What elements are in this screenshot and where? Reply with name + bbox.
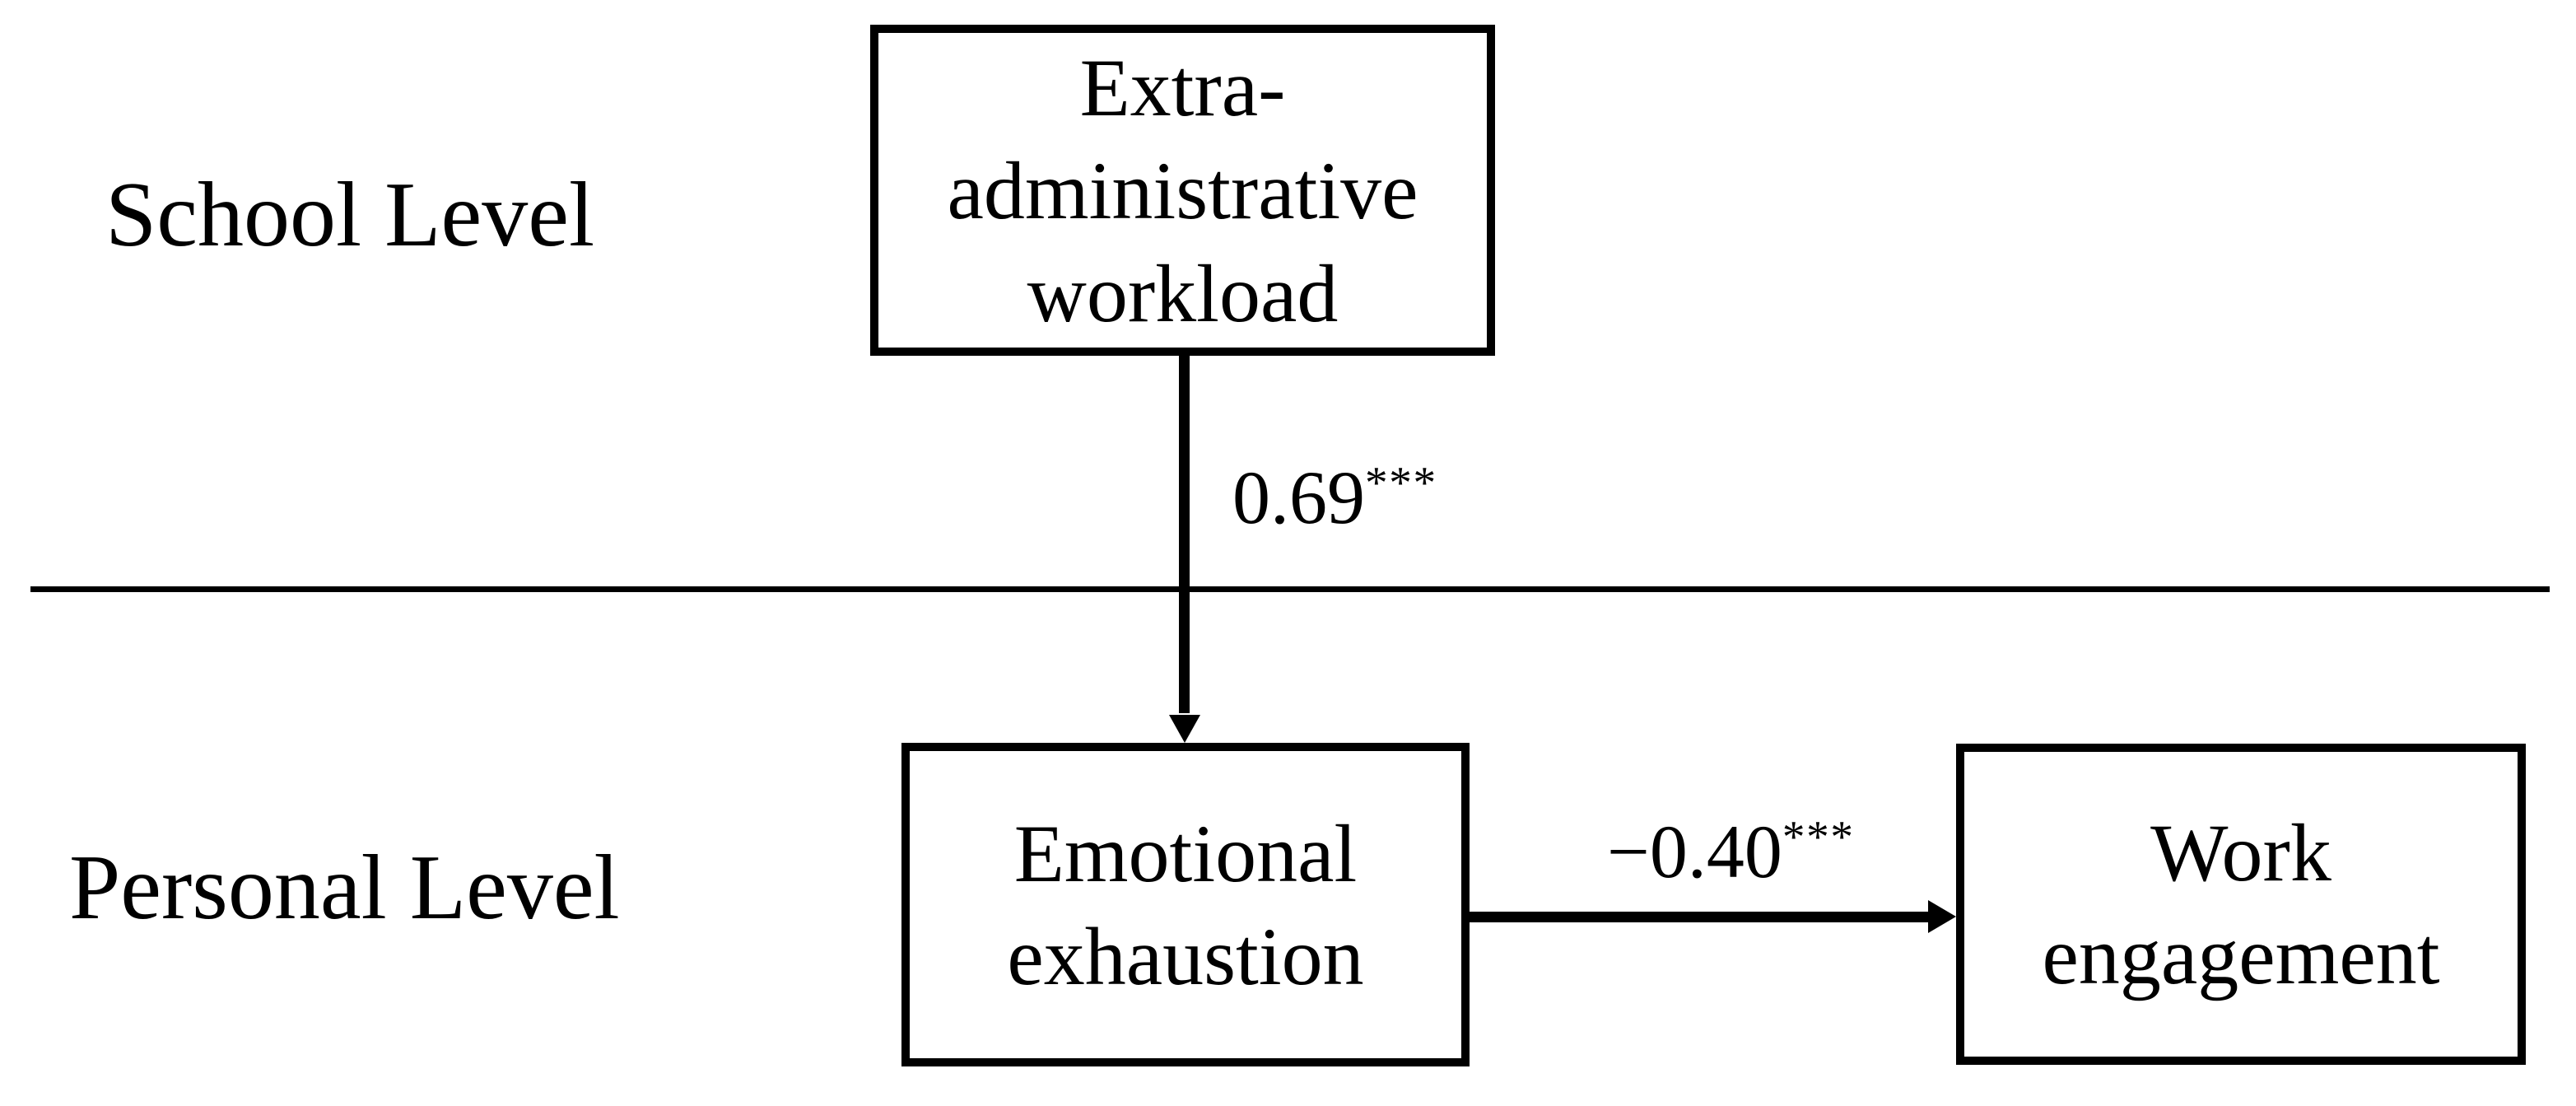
node-label-emotional-exhaustion: Emotional exhaustion <box>1007 807 1364 1002</box>
node-label-work-engagement: Work engagement <box>2042 807 2440 1001</box>
node-work-engagement: Work engagement <box>1956 744 2526 1065</box>
significance-stars: *** <box>1365 457 1437 508</box>
level-label-personal: Personal Level <box>69 837 620 939</box>
arrow-workload-to-exhaustion-arrowhead-icon <box>1169 715 1200 743</box>
path-coefficient-workload-exhaustion: 0.69*** <box>1232 460 1437 535</box>
level-divider-line <box>30 586 2550 592</box>
significance-stars: *** <box>1782 811 1855 862</box>
node-label-extra-administrative-workload: Extra- administrative workload <box>947 41 1418 339</box>
coefficient-value: −0.40 <box>1607 810 1782 894</box>
path-coefficient-exhaustion-engagement: −0.40*** <box>1607 814 1855 889</box>
node-emotional-exhaustion: Emotional exhaustion <box>901 743 1470 1066</box>
node-extra-administrative-workload: Extra- administrative workload <box>870 25 1495 356</box>
arrow-exhaustion-to-engagement-shaft <box>1470 912 1928 922</box>
arrow-workload-to-exhaustion-shaft <box>1179 356 1190 713</box>
level-label-school: School Level <box>105 164 595 266</box>
coefficient-value: 0.69 <box>1232 455 1365 539</box>
arrow-exhaustion-to-engagement-arrowhead-icon <box>1928 900 1956 933</box>
